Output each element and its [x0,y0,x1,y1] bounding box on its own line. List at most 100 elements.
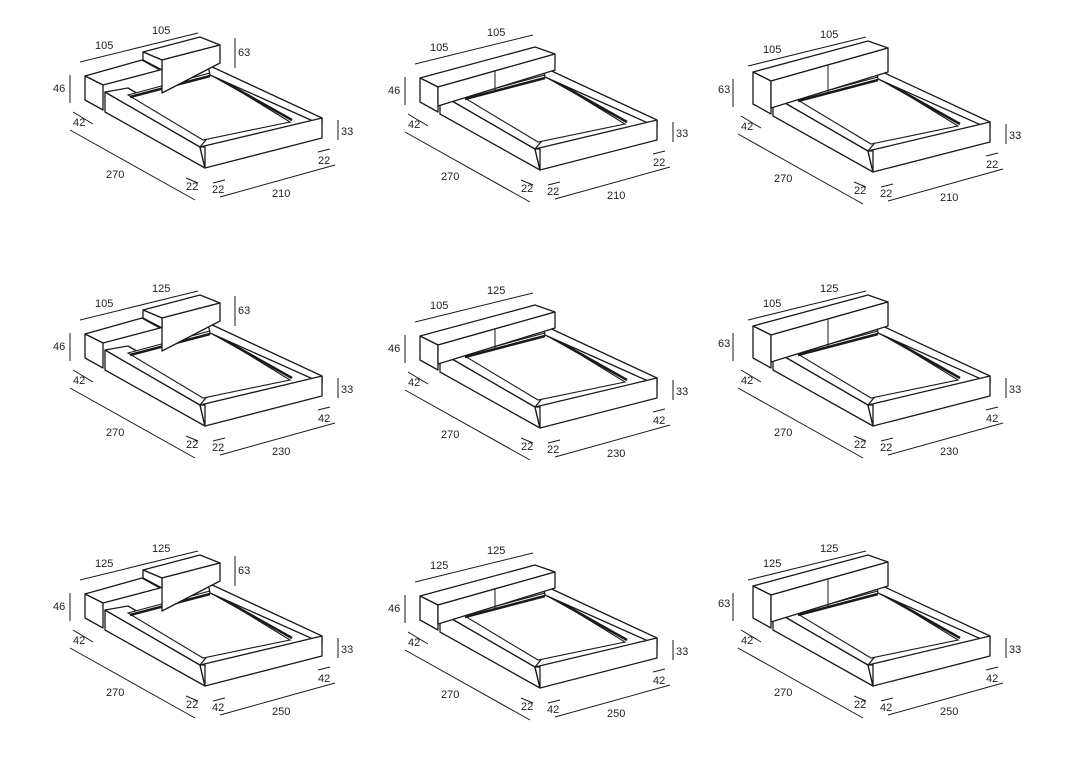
slat-rail [797,78,879,103]
back-width-dimension-line [747,290,867,321]
headboard-front [437,311,556,365]
mattress [461,332,627,401]
back-width-dimension-line [79,290,199,321]
left-arm-dimension-line [853,435,867,442]
back-width-dimension-line [747,36,867,67]
left-arm-label: 22 [521,701,533,713]
left-arm-label: 22 [854,699,866,711]
arm-depth-dimension-line [740,115,762,129]
front-arm-dimension-line [880,183,894,188]
right-arm-label: 22 [986,159,998,171]
width-dimension-line [887,422,1004,456]
back-left-width-label: 105 [763,298,781,310]
slat-rail [464,334,546,359]
right-arm-dimension-line [317,148,331,153]
left-height-label: 46 [53,601,65,613]
headboard-side [752,71,772,115]
mattress [461,592,627,661]
right-arm-dimension-line [985,666,999,671]
mattress [461,74,627,143]
front-arm-edge [867,664,874,687]
front-arm-edge [867,150,874,173]
front-arm-label: 22 [212,184,224,196]
length-dimension-line [404,131,531,203]
arm-height-label: 33 [676,646,688,658]
arm-depth-label: 42 [408,119,420,131]
length-dimension-line [404,389,531,461]
arm-height-label: 33 [676,128,688,140]
left-height-label: 46 [388,603,400,615]
length-dimension-line [737,133,864,205]
arm-depth-dimension-line [407,631,429,645]
back-width-dimension-line [747,550,867,581]
left-arm-dimension-line [185,177,199,184]
arm-depth-label: 42 [73,635,85,647]
back-right-width-label: 105 [820,29,838,41]
right-arm-dimension-line [317,666,331,671]
back-left-width-label: 125 [763,558,781,570]
left-arm-dimension-line [520,697,534,704]
arm-height-label: 33 [1009,644,1021,656]
arm-depth-label: 42 [408,637,420,649]
front-arm-edge [199,664,206,687]
length-dimension-line [69,647,196,719]
headboard-raised-side [142,309,163,329]
width-dimension-line [219,682,336,716]
length-label: 270 [106,687,124,699]
back-left-width-label: 105 [95,298,113,310]
front-arm-label: 22 [880,442,892,454]
headboard-side [419,595,439,631]
left-arm-label: 22 [521,441,533,453]
width-dimension-line [554,684,671,718]
length-label: 270 [441,689,459,701]
left-arm-label: 22 [854,439,866,451]
back-width-dimension-line [414,34,534,65]
length-label: 270 [441,171,459,183]
right-arm-label: 22 [653,157,665,169]
length-label: 270 [774,687,792,699]
front-arm-label: 22 [547,186,559,198]
front-arm-dimension-line [547,181,561,186]
left-height-label: 63 [718,338,730,350]
front-arm-edge [199,146,206,169]
width-dimension-line [887,682,1004,716]
left-height-label: 46 [388,343,400,355]
slat-rail [464,594,546,619]
length-label: 270 [106,427,124,439]
mattress [794,590,960,659]
front-arm-dimension-line [880,437,894,442]
arm-depth-dimension-line [72,369,94,383]
right-arm-dimension-line [652,150,666,155]
length-dimension-line [69,387,196,459]
arm-height-label: 33 [341,126,353,138]
back-width-dimension-line [414,552,534,583]
width-label: 210 [940,192,958,204]
headboard-raised-front [161,562,221,612]
arm-depth-dimension-line [407,113,429,127]
width-dimension-line [887,168,1004,202]
front-arm-label: 22 [547,444,559,456]
front-arm-label: 42 [547,704,559,716]
right-arm-label: 42 [318,673,330,685]
left-arm-label: 22 [521,183,533,195]
front-arm-label: 22 [880,188,892,200]
left-arm-label: 22 [186,439,198,451]
width-label: 230 [607,448,625,460]
arm-depth-label: 42 [741,121,753,133]
width-label: 250 [607,708,625,720]
arm-depth-label: 42 [73,117,85,129]
width-dimension-line [219,422,336,456]
back-right-width-label: 105 [152,25,170,37]
width-label: 210 [272,188,290,200]
arm-depth-label: 42 [741,635,753,647]
width-label: 250 [272,706,290,718]
left-height-label: 63 [718,598,730,610]
width-dimension-line [219,164,336,198]
right-arm-dimension-line [317,406,331,411]
headboard-left-side [84,593,104,629]
arm-depth-dimension-line [72,111,94,125]
mattress [794,76,960,145]
arm-depth-dimension-line [740,629,762,643]
